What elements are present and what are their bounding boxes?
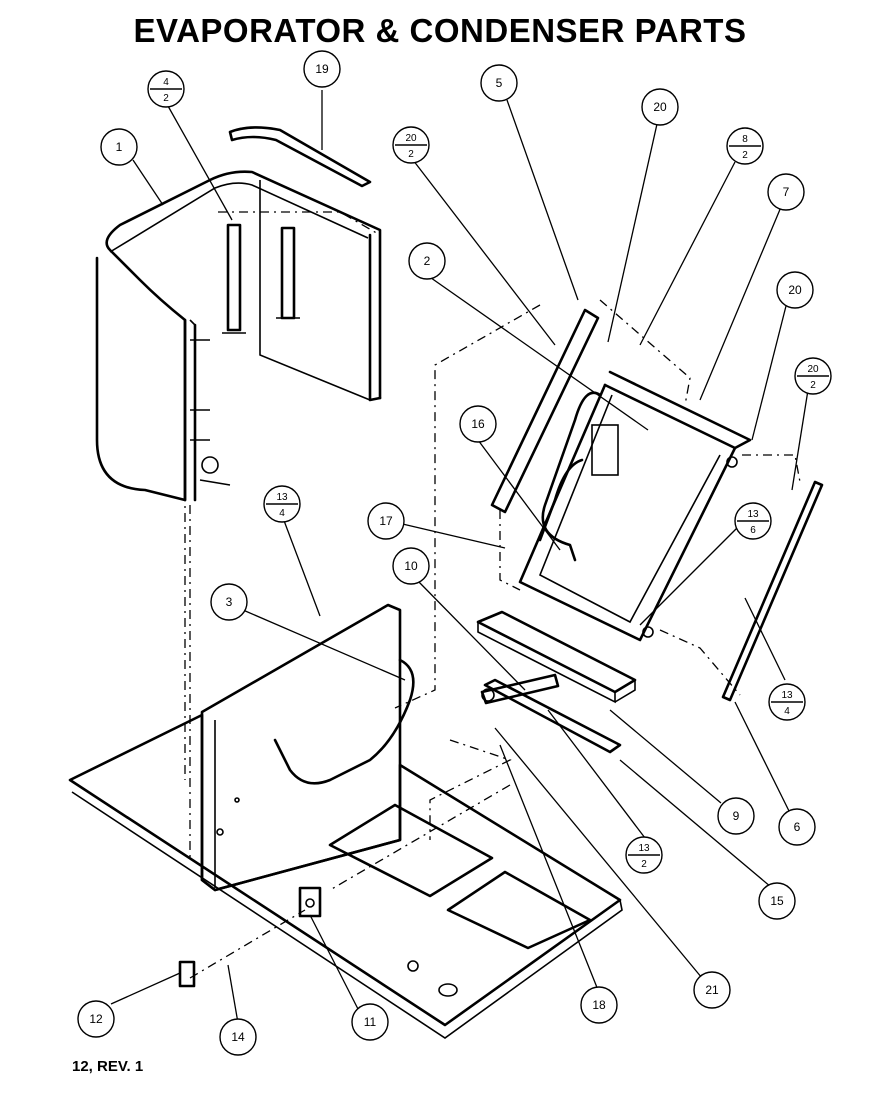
- fraction-4-2-top: 4: [163, 77, 169, 88]
- cabinet-wrapper: [95, 170, 382, 502]
- base-pan: [68, 713, 623, 1039]
- callout-11-label: 11: [364, 1015, 377, 1029]
- callout-10: 10: [392, 547, 430, 585]
- diagram-title: EVAPORATOR & CONDENSER PARTS: [133, 12, 747, 49]
- callout-14: 14: [219, 1018, 257, 1056]
- fraction-13-4-left-top: 13: [276, 492, 288, 503]
- drain-pan-assembly: [476, 610, 637, 754]
- callout-6: 6: [778, 808, 816, 846]
- fraction-8-2-bottom: 2: [742, 150, 748, 161]
- fraction-13-4-right-bottom: 4: [784, 706, 790, 717]
- leader-lines: [110, 90, 809, 1024]
- callout-2-label: 2: [424, 254, 431, 268]
- top-trim-strip: [228, 126, 372, 188]
- fraction-20-2-left-bottom: 2: [408, 149, 414, 160]
- fraction-callout-4-2: 4 2: [147, 70, 185, 108]
- callout-17-label: 17: [379, 514, 393, 528]
- callout-1-label: 1: [116, 140, 123, 154]
- callout-7: 7: [767, 173, 805, 211]
- callout-10-label: 10: [404, 559, 418, 573]
- fraction-20-2-right-top: 20: [807, 364, 819, 375]
- callout-5-label: 5: [496, 76, 503, 90]
- evaporator-coil-assembly: [490, 308, 824, 702]
- callout-19-label: 19: [315, 62, 329, 76]
- callout-16-label: 16: [471, 417, 485, 431]
- fraction-callout-20-2-right: 20 2: [794, 357, 832, 395]
- callout-17: 17: [367, 502, 405, 540]
- fraction-8-2-top: 8: [742, 134, 748, 145]
- callout-7-label: 7: [783, 185, 790, 199]
- callout-6-label: 6: [794, 820, 801, 834]
- fraction-13-2-bottom: 2: [641, 859, 647, 870]
- fraction-callout-8-2: 8 2: [726, 127, 764, 165]
- callout-1: 1: [100, 128, 138, 166]
- fraction-13-6-bottom: 6: [750, 525, 756, 536]
- callout-12-label: 12: [89, 1012, 103, 1026]
- fraction-callout-13-6: 13 6: [734, 502, 772, 540]
- callout-9: 9: [717, 797, 755, 835]
- callout-20-right: 20: [776, 271, 814, 309]
- fraction-13-2-top: 13: [638, 843, 650, 854]
- fraction-callout-13-2: 13 2: [625, 836, 663, 874]
- callout-19: 19: [303, 50, 341, 88]
- fraction-4-2-bottom: 2: [163, 93, 169, 104]
- fraction-20-2-left-top: 20: [405, 133, 417, 144]
- fraction-callout-13-4-left: 13 4: [263, 485, 301, 523]
- fraction-20-2-right-bottom: 2: [810, 380, 816, 391]
- callout-16: 16: [459, 405, 497, 443]
- callout-3-label: 3: [226, 595, 233, 609]
- callout-21-label: 21: [705, 983, 719, 997]
- fraction-callout-13-4-right: 13 4: [768, 683, 806, 721]
- callout-2: 2: [408, 242, 446, 280]
- fraction-13-4-left-bottom: 4: [279, 508, 285, 519]
- fraction-13-4-right-top: 13: [781, 690, 793, 701]
- callout-11: 11: [351, 1003, 389, 1041]
- drawing-revision: 12, REV. 1: [72, 1058, 144, 1075]
- callout-9-label: 9: [733, 809, 740, 823]
- callout-12: 12: [77, 1000, 115, 1038]
- callout-15-label: 15: [770, 894, 784, 908]
- partition-panel: [200, 603, 415, 892]
- callout-20-top-label: 20: [653, 100, 667, 114]
- callout-21: 21: [693, 971, 731, 1009]
- service-clip: [178, 960, 196, 988]
- callout-3: 3: [210, 583, 248, 621]
- callout-20-right-label: 20: [788, 283, 802, 297]
- fraction-callout-20-2-left: 20 2: [392, 126, 430, 164]
- assembly-lines: [184, 211, 801, 979]
- callout-14-label: 14: [231, 1030, 245, 1044]
- callout-18-label: 18: [592, 998, 606, 1012]
- callout-15: 15: [758, 882, 796, 920]
- callout-20-top: 20: [641, 88, 679, 126]
- callout-18: 18: [580, 986, 618, 1024]
- fraction-13-6-top: 13: [747, 509, 759, 520]
- callout-5: 5: [480, 64, 518, 102]
